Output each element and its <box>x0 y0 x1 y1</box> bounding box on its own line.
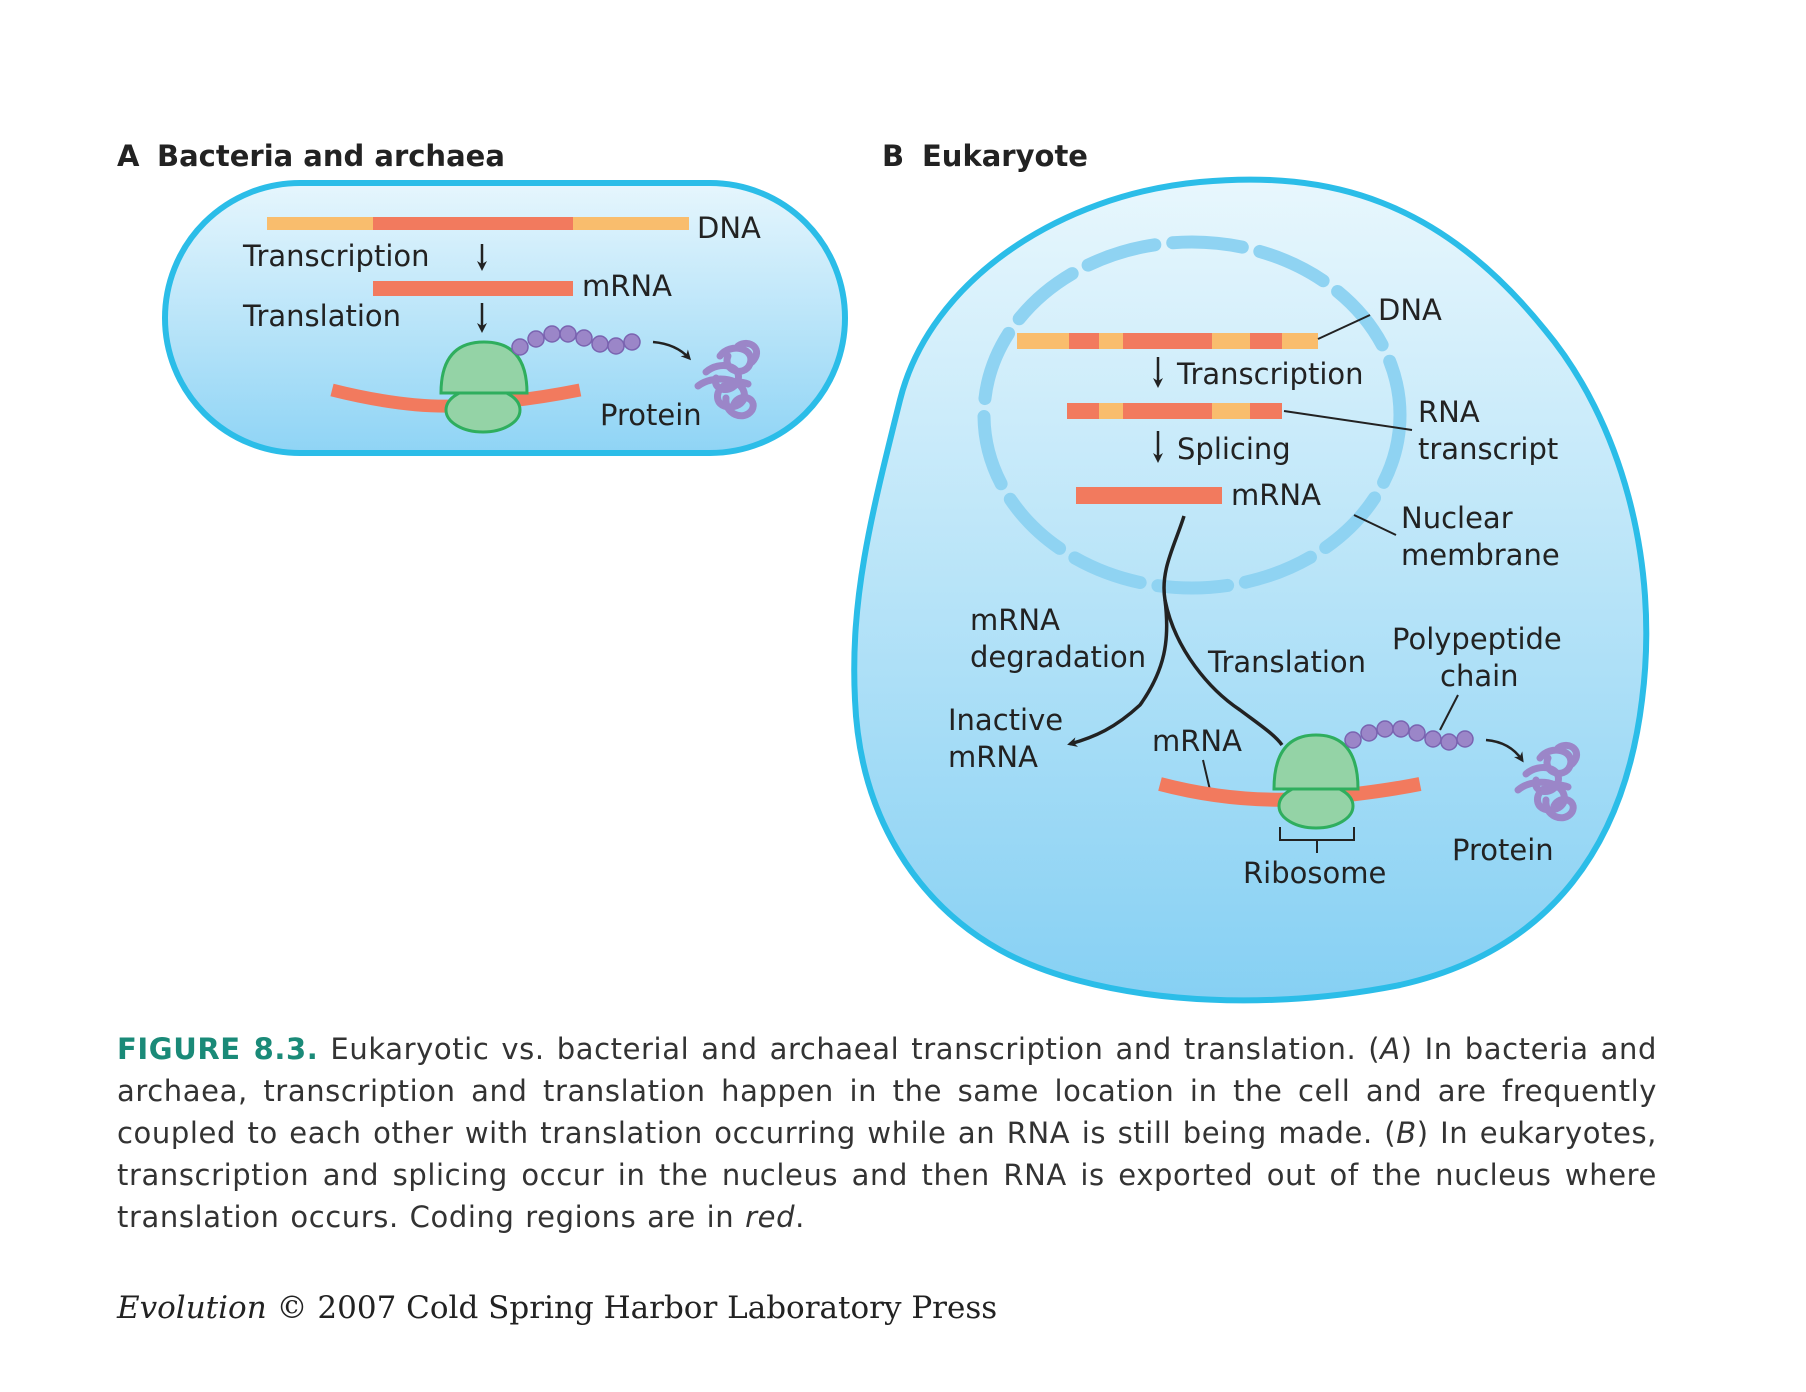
polypeptide-leader-line <box>1439 694 1459 731</box>
nuclear-membrane-label-line2: membrane <box>1401 538 1560 572</box>
rna-transcript-label-line2: transcript <box>1418 432 1558 466</box>
panel-b-title: Eukaryote <box>922 139 1088 173</box>
copyright-line: Evolution © 2007 Cold Spring Harbor Labo… <box>117 1290 997 1326</box>
rna-transcript-leader-line <box>1283 410 1413 431</box>
nuclear-transcription-label: Transcription <box>1176 357 1364 391</box>
panel-a-letter: A <box>117 139 140 173</box>
polypeptide-label-line2: chain <box>1440 659 1519 693</box>
rna-transcript-label-line1: RNA <box>1418 395 1480 429</box>
bacterial-dna <box>267 217 689 230</box>
cyto-mrna-label: mRNA <box>1152 724 1242 758</box>
panel-a: A Bacteria and archaea DNA Transcription… <box>117 139 848 456</box>
copyright-book-title: Evolution <box>117 1290 267 1326</box>
inactive-mrna-label-line1: Inactive <box>948 703 1063 737</box>
figure-caption: FIGURE 8.3. Eukaryotic vs. bacterial and… <box>117 1028 1657 1238</box>
eukaryotic-protein-arrow <box>1485 738 1524 763</box>
caption-part4: . <box>795 1200 805 1234</box>
eukaryotic-ribosome <box>1272 733 1360 830</box>
inactive-mrna-label-line2: mRNA <box>948 740 1038 774</box>
bacterial-ribosome <box>439 340 529 434</box>
nuclear-membrane-leader-line <box>1353 514 1397 536</box>
ribosome-bracket <box>1279 827 1355 853</box>
nuclear-membrane <box>977 235 1407 595</box>
mrna-label: mRNA <box>582 269 672 303</box>
protein-label: Protein <box>600 398 702 432</box>
figure-number: FIGURE 8.3. <box>117 1032 319 1066</box>
nuclear-mrna-label: mRNA <box>1231 478 1321 512</box>
transcription-label: Transcription <box>242 239 430 273</box>
mrna-degradation-label-line2: degradation <box>970 640 1146 674</box>
panel-b-letter: B <box>882 139 904 173</box>
ribosome-label: Ribosome <box>1243 856 1386 890</box>
rna-transcript <box>1067 403 1282 419</box>
cyto-mrna-leader-line <box>1202 759 1211 791</box>
caption-red-word: red <box>745 1200 796 1234</box>
bacterial-protein-icon <box>694 339 761 420</box>
translation-path-line <box>1163 599 1284 747</box>
panel-a-title: Bacteria and archaea <box>157 139 505 173</box>
dna-label: DNA <box>697 211 761 245</box>
nuclear-dna-label: DNA <box>1378 293 1442 327</box>
protein-folding-arrow <box>652 340 692 361</box>
polypeptide-label-line1: Polypeptide <box>1392 622 1562 656</box>
eukaryotic-cell <box>851 176 1650 1004</box>
eukaryotic-protein-label: Protein <box>1452 833 1554 867</box>
splicing-label: Splicing <box>1177 432 1291 466</box>
translation-path-label: Translation <box>1207 645 1366 679</box>
nuclear-mrna <box>1076 487 1222 504</box>
caption-b-letter: B <box>1396 1116 1417 1150</box>
nuclear-dna <box>1017 333 1318 349</box>
degradation-path-arrow <box>1067 515 1186 747</box>
bacterial-polypeptide-chain <box>511 325 641 356</box>
panel-b: B Eukaryote DNA Transcription RNA <box>851 139 1650 1004</box>
eukaryotic-polypeptide-chain <box>1344 720 1474 751</box>
caption-a-letter: A <box>1380 1032 1401 1066</box>
caption-part2: ) In bacteria and archaea, transcription… <box>117 1032 1658 1150</box>
translation-label: Translation <box>242 299 401 333</box>
mrna-degradation-label-line1: mRNA <box>970 603 1060 637</box>
caption-part3: ) In eukaryotes, transcription and splic… <box>117 1116 1657 1234</box>
nuclear-membrane-label-line1: Nuclear <box>1401 501 1513 535</box>
copyright-text: © 2007 Cold Spring Harbor Laboratory Pre… <box>266 1290 998 1326</box>
eukaryotic-protein-icon <box>1514 741 1581 822</box>
caption-part1: Eukaryotic vs. bacterial and archaeal tr… <box>318 1032 1381 1066</box>
dna-leader-line <box>1317 314 1371 340</box>
bacterial-mrna <box>373 281 573 296</box>
